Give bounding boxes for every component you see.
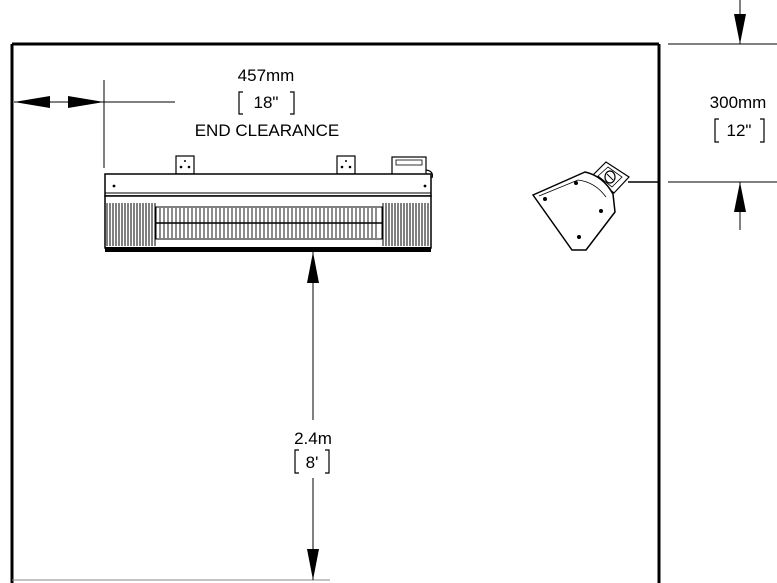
ceiling-clearance-imperial-bracket	[714, 118, 765, 143]
heater-side-view	[531, 161, 659, 251]
ceiling-clearance-dimension	[668, 0, 777, 230]
end-clearance-imperial-bracket	[238, 91, 295, 115]
end-clearance-dimension	[14, 80, 175, 168]
mounting-height-value: 2.4m	[294, 429, 332, 448]
ceiling-clearance-imperial: 12"	[727, 121, 752, 140]
mounting-height-imperial-bracket	[294, 449, 330, 474]
end-clearance-caption: END CLEARANCE	[195, 121, 340, 140]
room-outline	[10, 42, 661, 583]
mounting-height-imperial: 8'	[306, 453, 319, 472]
ceiling-clearance-value: 300mm	[710, 93, 767, 112]
mounting-height-dimension	[307, 252, 319, 580]
end-clearance-value: 457mm	[238, 66, 295, 85]
end-clearance-imperial: 18"	[254, 93, 279, 112]
heater-front-view	[104, 155, 433, 252]
